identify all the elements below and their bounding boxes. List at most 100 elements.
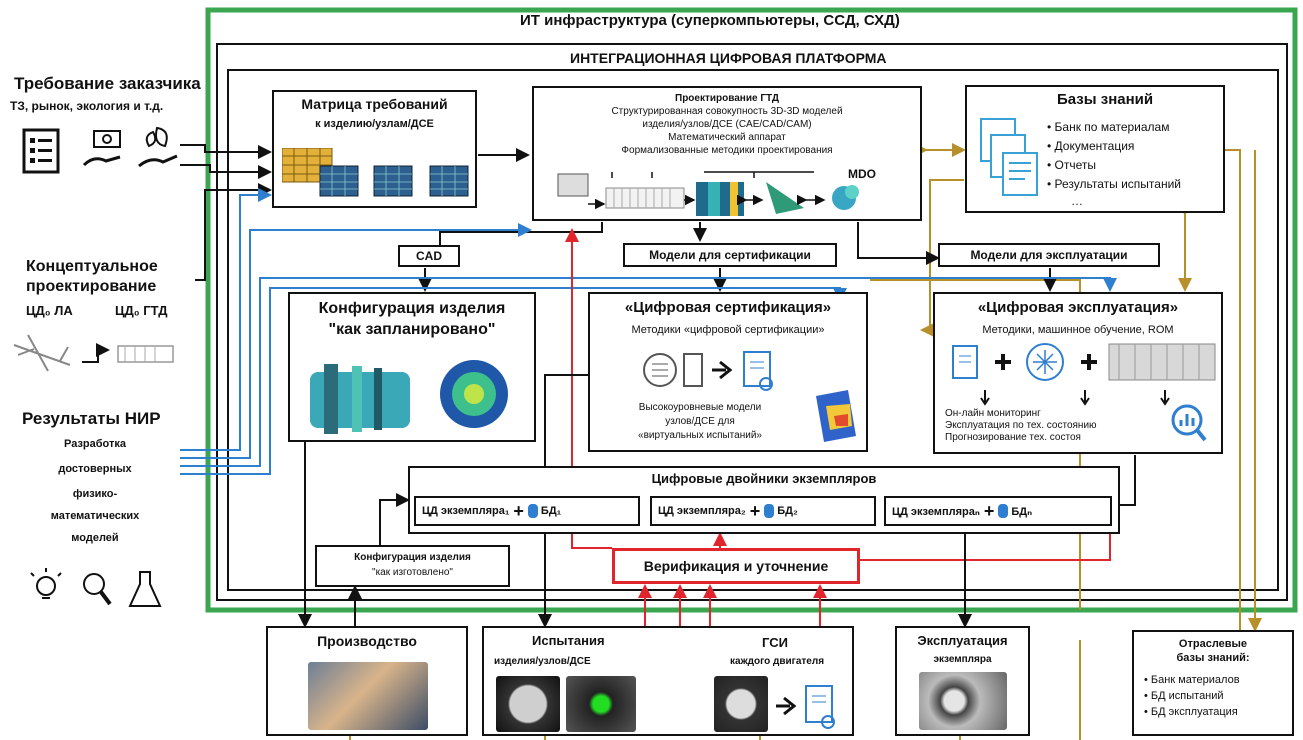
digital-exploit-line-3: Прогнозирование тех. состоя xyxy=(945,432,1081,443)
requirements-matrix-box: Матрица требований к изделию/узлам/ДСЕ xyxy=(272,90,477,208)
table-grid-icons xyxy=(282,148,469,197)
nir-line-3: физико- xyxy=(72,488,118,500)
industry-item-1-text: Банк материалов xyxy=(1150,674,1240,686)
twin-n-db: БДₙ xyxy=(1011,505,1033,518)
twin-1-label: ЦД экземпляра₁ xyxy=(422,505,510,517)
matrix-subtitle: к изделию/узлам/ДСЕ xyxy=(315,118,434,130)
nir-results-title: Результаты НИР xyxy=(22,409,161,428)
engine-sketch-icon xyxy=(82,343,174,363)
it-infrastructure-title: ИТ инфраструктура (суперкомпьютеры, ССД,… xyxy=(520,12,900,29)
certification-process-icons xyxy=(643,351,773,391)
exploitation-title: Эксплуатация xyxy=(917,633,1008,648)
plus-icon: + xyxy=(749,500,761,521)
engine-photo xyxy=(919,672,1007,730)
eco-hand-icon xyxy=(138,126,178,168)
knowledge-item-1: • Банк по материалам xyxy=(1047,120,1170,134)
concept-line2: проектирование xyxy=(26,278,157,295)
config-made-line2: "как изготовлено" xyxy=(372,567,453,578)
aircraft-icon xyxy=(13,334,71,372)
design-line-3: Математический аппарат xyxy=(668,132,786,143)
twin-instance-2: ЦД экземпляра₂ + БД₂ xyxy=(650,496,876,526)
config-planned-subtitle: "как запланировано" xyxy=(328,321,496,338)
gtd-design-box: Проектирование ГТД Структурированная сов… xyxy=(532,86,922,221)
knowledge-item-3-text: Отчеты xyxy=(1054,158,1097,172)
gsi-photo xyxy=(714,676,768,732)
production-title: Производство xyxy=(317,633,417,649)
design-line-2: изделия/узлов/ДСЕ (CAE/CAD/CAM) xyxy=(642,119,812,130)
tests-title: Испытания xyxy=(532,633,605,648)
tests-box: Испытания изделия/узлов/ДСЕ ГСИ каждого … xyxy=(482,626,854,736)
concept-line1: Концептуальное xyxy=(26,258,158,275)
research-icons xyxy=(30,568,162,607)
cd-la-label: ЦД₀ ЛА xyxy=(26,303,73,318)
customer-requirements-sub: ТЗ, рынок, экология и т.д. xyxy=(10,99,164,113)
analytics-magnifier-icon xyxy=(1171,404,1207,442)
config-planned-box: Конфигурация изделия "как запланировано" xyxy=(288,292,536,442)
nir-line-4: математических xyxy=(50,510,140,522)
digital-cert-hl-1: Высокоуровневые модели xyxy=(638,402,762,413)
design-process-images xyxy=(557,171,859,216)
test-photo-1 xyxy=(496,676,560,732)
twin-instance-1: ЦД экземпляра₁ + БД₁ xyxy=(414,496,640,526)
blade-model-image xyxy=(816,390,856,442)
industry-item-3: • БД эксплуатация xyxy=(1144,706,1238,718)
twin-2-db: БД₂ xyxy=(777,505,798,517)
tests-subtitle: изделия/узлов/ДСЕ xyxy=(494,656,591,667)
config-made-box: Конфигурация изделия "как изготовлено" xyxy=(315,545,510,587)
database-icon xyxy=(764,504,775,518)
knowledge-item-2-text: Документация xyxy=(1054,139,1135,153)
digital-exploit-line-1: Он-лайн мониторинг xyxy=(945,408,1041,419)
engine-models-image xyxy=(310,360,508,434)
customer-requirements-title: Требование заказчика xyxy=(14,74,201,93)
digital-cert-title: «Цифровая сертификация» xyxy=(624,299,832,316)
industry-item-3-text: БД эксплуатация xyxy=(1150,706,1238,718)
knowledge-item-4: • Результаты испытаний xyxy=(1047,177,1181,191)
knowledge-bases-box: Базы знаний • Банк по материалам • Докум… xyxy=(965,85,1225,213)
exploitation-process-icons xyxy=(952,343,1216,406)
exploit-models-tag: Модели для эксплуатации xyxy=(938,243,1160,267)
plus-icon: + xyxy=(983,500,995,521)
knowledge-item-1-text: Банк по материалам xyxy=(1054,120,1170,134)
twin-instance-n: ЦД экземпляраₙ + БДₙ xyxy=(884,496,1112,526)
production-photo xyxy=(308,662,428,730)
digital-cert-hl-3: «виртуальных испытаний» xyxy=(638,430,762,441)
industry-knowledge-box: Отраслевые базы знаний: • Банк материало… xyxy=(1132,630,1294,736)
industry-title-1: Отраслевые xyxy=(1178,638,1248,650)
plus-icon: + xyxy=(513,500,524,521)
digital-cert-methods: Методики «цифровой сертификации» xyxy=(631,324,825,336)
mdo-label: MDO xyxy=(848,167,876,181)
exploitation-subtitle: экземпляра xyxy=(933,654,992,665)
digital-exploit-methods: Методики, машинное обучение, ROM xyxy=(982,324,1174,336)
industry-item-2: • БД испытаний xyxy=(1144,690,1224,702)
exploitation-box: Эксплуатация экземпляра xyxy=(895,626,1030,736)
knowledge-item-5: … xyxy=(1071,194,1083,208)
database-icon xyxy=(527,504,538,518)
certificate-arrow-icon xyxy=(776,685,835,729)
industry-item-2-text: БД испытаний xyxy=(1150,690,1224,702)
config-made-line1: Конфигурация изделия xyxy=(354,552,471,563)
cad-tag: CAD xyxy=(398,245,460,267)
nir-line-1: Разработка xyxy=(64,438,126,450)
cd-gtd-label: ЦД₀ ГТД xyxy=(115,303,168,318)
platform-title: ИНТЕГРАЦИОННАЯ ЦИФРОВАЯ ПЛАТФОРМА xyxy=(570,50,887,66)
knowledge-item-2: • Документация xyxy=(1047,139,1135,153)
knowledge-title: Базы знаний xyxy=(1057,91,1154,108)
documents-stack-icon xyxy=(980,118,1038,196)
production-box: Производство xyxy=(266,626,468,736)
twin-2-label: ЦД экземпляра₂ xyxy=(658,505,746,517)
database-icon xyxy=(998,504,1009,518)
design-line-4: Формализованные методики проектирования xyxy=(621,145,833,156)
twins-title: Цифровые двойники экземпляров xyxy=(651,471,877,486)
digital-certification-box: «Цифровая сертификация» Методики «цифров… xyxy=(588,292,868,452)
knowledge-item-3: • Отчеты xyxy=(1047,158,1097,172)
industry-item-1: • Банк материалов xyxy=(1144,674,1240,686)
gsi-subtitle: каждого двигателя xyxy=(730,656,825,667)
money-hand-icon xyxy=(82,130,121,167)
twin-n-label: ЦД экземпляраₙ xyxy=(892,505,980,518)
config-planned-title: Конфигурация изделия xyxy=(318,300,506,317)
gsi-title: ГСИ xyxy=(762,635,788,650)
verification-label: Верификация и уточнение xyxy=(643,558,829,574)
verification-box: Верификация и уточнение xyxy=(612,548,860,584)
matrix-title: Матрица требований xyxy=(301,96,448,112)
